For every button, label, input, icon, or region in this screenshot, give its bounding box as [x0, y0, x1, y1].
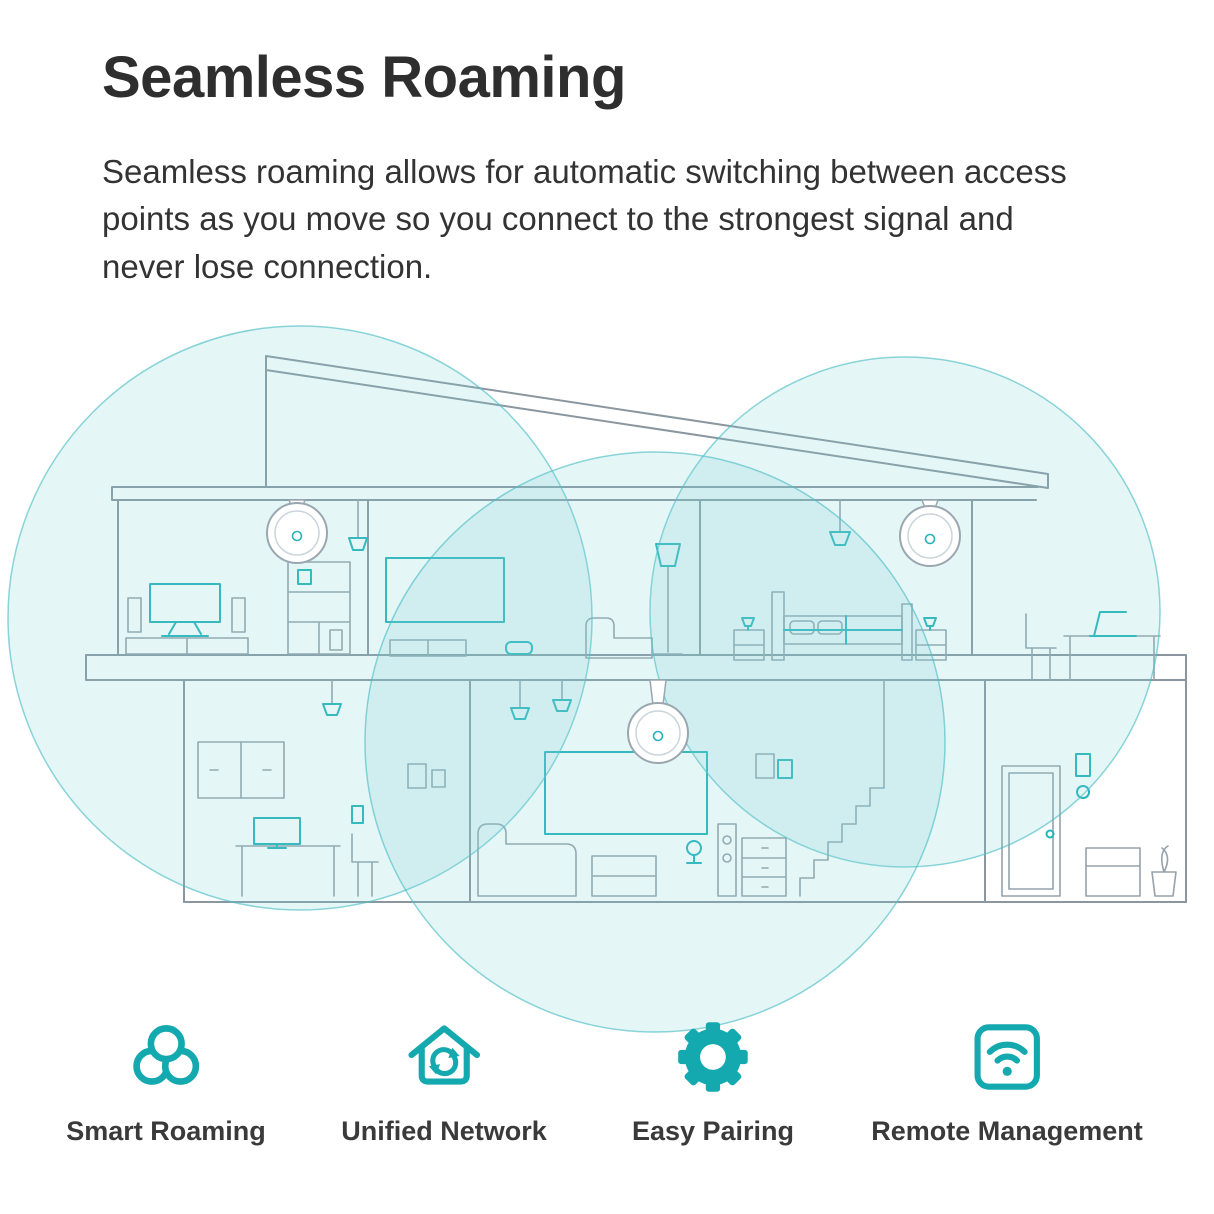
furniture-line-art	[125, 499, 1177, 897]
feature-easy-pairing: Easy Pairing	[632, 1010, 794, 1147]
smart-roaming-icon	[120, 1010, 212, 1104]
house-structure	[85, 355, 1187, 903]
page-title: Seamless Roaming	[102, 45, 626, 110]
access-point-left	[266, 499, 328, 564]
access-point-right	[899, 499, 961, 567]
wifi-coverage-house-diagram	[7, 325, 1187, 1033]
feature-unified-network: Unified Network	[341, 1010, 547, 1147]
feature-label: Remote Management	[871, 1116, 1143, 1146]
coverage-circles	[7, 325, 1161, 1033]
header: Seamless Roaming Seamless roaming allows…	[102, 46, 1122, 290]
coverage-circle-right	[649, 356, 1161, 868]
feature-label: Unified Network	[341, 1116, 547, 1146]
feature-label: Smart Roaming	[66, 1116, 266, 1146]
page-description: Seamless roaming allows for automatic sw…	[102, 152, 1067, 285]
feature-remote-management: Remote Management	[871, 1010, 1143, 1147]
unified-network-icon	[396, 1010, 492, 1104]
access-point-middle	[627, 679, 689, 764]
coverage-circle-left	[7, 325, 593, 911]
teal-accent-devices	[149, 531, 1137, 864]
easy-pairing-icon	[668, 1010, 758, 1104]
remote-management-icon	[962, 1010, 1052, 1104]
feature-smart-roaming: Smart Roaming	[66, 1010, 266, 1147]
feature-label: Easy Pairing	[631, 1116, 795, 1146]
